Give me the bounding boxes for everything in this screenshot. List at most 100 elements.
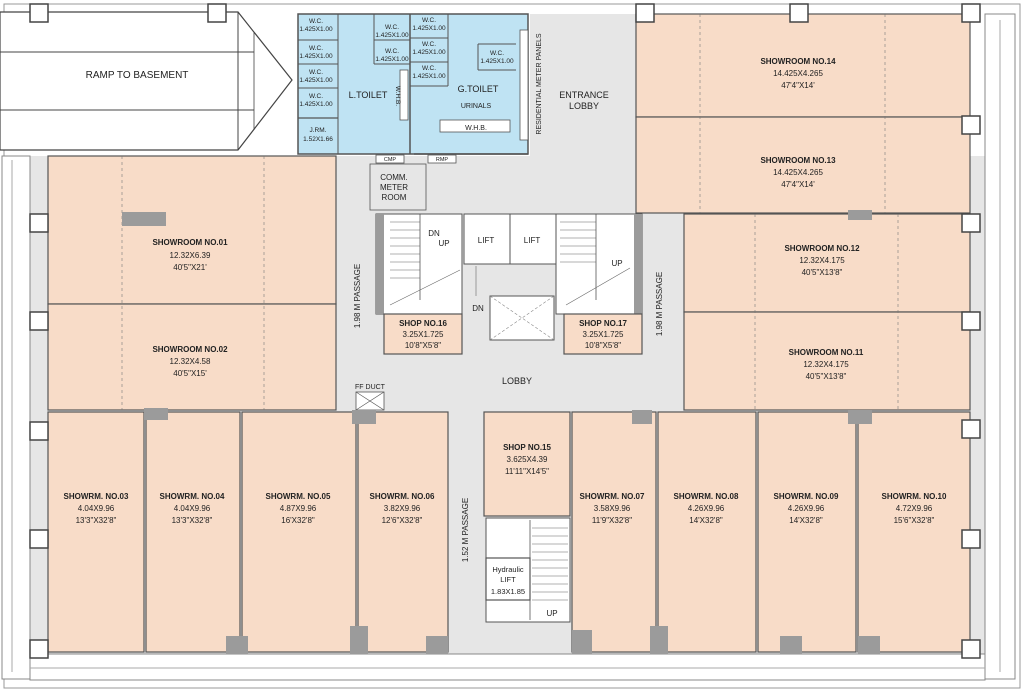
ramp-label: RAMP TO BASEMENT [86,70,189,81]
hydraulic-label-2: LIFT [500,575,516,584]
room-labels: SHOWROOM NO.14 14.425X4.265 47'4"X14' SH… [64,57,947,525]
stair-up-label-3: UP [546,609,557,618]
whb-vertical-label: W.H.B. [394,86,401,106]
showroom-04 [145,411,241,653]
ramp-to-basement: RAMP TO BASEMENT [0,11,293,151]
wc-label: W.C. [490,50,504,57]
showroom-07 [571,411,657,653]
left-balcony [1,155,31,680]
wc-label: W.C. [309,45,323,52]
wc-label: W.C. [422,65,436,72]
comm-meter-room [369,163,427,211]
showroom-11-name: SHOWROOM NO.11 [789,348,864,357]
shop-16-name: SHOP NO.16 [399,319,447,328]
showroom-04-size-ft: 13'3"X32'8" [172,516,213,525]
showroom-01-name: SHOWROOM NO.01 [152,238,228,247]
lift-lobby: LIFT LIFT DN [463,213,557,341]
showroom-03-size-m: 4.04X9.96 [78,504,115,513]
rmp-label: RMP [436,157,449,163]
showroom-05 [241,411,357,653]
entrance-label-2: LOBBY [569,101,599,111]
wc-size: 1.425X1.00 [480,58,514,65]
showroom-13-name: SHOWROOM NO.13 [760,156,836,165]
showroom-10-size-ft: 15'6"X32'8" [894,516,935,525]
showroom-08-name: SHOWRM. NO.08 [674,492,739,501]
passage-center-label: 1.52 M PASSAGE [461,498,470,562]
whb-label: W.H.B. [465,125,487,132]
wc-label: W.C. [422,41,436,48]
showroom-06-size-ft: 12'6"X32'8" [382,516,423,525]
wc-label: W.C. [385,24,399,31]
showroom-10-name: SHOWRM. NO.10 [882,492,947,501]
meter-panels-label: RESIDENTIAL METER PANELS [536,33,543,134]
showroom-02-size-m: 12.32X4.58 [170,357,211,366]
showroom-02 [47,303,337,411]
showroom-08 [657,411,757,653]
shop-15 [483,411,571,517]
g-toilet-label: G.TOILET [458,84,499,94]
shop-17 [563,313,643,355]
bottom-balcony [29,653,986,681]
wc-size: 1.425X1.00 [375,32,409,39]
showroom-12 [683,213,971,313]
lobby-label: LOBBY [502,376,532,386]
cmp-box [375,154,405,164]
showroom-11-size-ft: 40'5"X13'8" [806,372,847,381]
hydraulic-size: 1.83X1.85 [491,587,525,596]
lift-2-label: LIFT [524,236,541,245]
showroom-13-size-ft: 47'4"X14' [781,180,815,189]
showroom-02-name: SHOWROOM NO.02 [152,345,228,354]
showroom-04-size-m: 4.04X9.96 [174,504,211,513]
showroom-10 [857,411,971,653]
wc-size: 1.425X1.00 [375,56,409,63]
comm-meter-label-2: METER [380,183,408,192]
wc-label: W.C. [309,93,323,100]
showroom-07-name: SHOWRM. NO.07 [580,492,645,501]
showroom-09 [757,411,857,653]
stair-core-right: UP [555,213,643,315]
columns [29,3,981,659]
showroom-06-name: SHOWRM. NO.06 [370,492,435,501]
wc-size: 1.425X1.00 [299,53,333,60]
wc-size: 1.425X1.00 [412,49,446,56]
showroom-04-name: SHOWRM. NO.04 [160,492,225,501]
comm-meter-label: COMM. [380,173,408,182]
showroom-14-size-ft: 47'4"X14' [781,81,815,90]
showroom-06-size-m: 3.82X9.96 [384,504,421,513]
showroom-14-size-m: 14.425X4.265 [773,69,823,78]
showroom-07-size-m: 3.58X9.96 [594,504,631,513]
showroom-09-name: SHOWRM. NO.09 [774,492,839,501]
passage-left-label: 1.98 M PASSAGE [353,264,362,328]
showroom-11-size-m: 12.32X4.175 [803,360,849,369]
wc-label: W.C. [309,69,323,76]
wc-size: 1.425X1.00 [299,77,333,84]
stair-dn-label: DN [428,229,440,238]
toilet-block: W.C. 1.425X1.00 W.C. 1.425X1.00 W.C. 1.4… [297,13,529,155]
meter-panel-strip [519,29,529,141]
hydraulic-lift [485,557,531,601]
shop-15-size-ft: 11'11"X14'5" [505,467,549,476]
shop-16 [383,313,463,355]
wc-label: W.C. [422,17,436,24]
showroom-09-size-ft: 14'X32'8" [789,516,823,525]
lift-1-label: LIFT [478,236,495,245]
showroom-01 [47,155,337,305]
showroom-05-size-m: 4.87X9.96 [280,504,317,513]
showroom-12-size-m: 12.32X4.175 [799,256,845,265]
wc-label: W.C. [309,18,323,25]
wc-size: 1.425X1.00 [412,73,446,80]
passage-right-label: 1.98 M PASSAGE [655,272,664,336]
showroom-13 [635,116,971,214]
showroom-11 [683,311,971,411]
showroom-09-size-m: 4.26X9.96 [788,504,825,513]
stair-core-left: DN UP [375,213,463,315]
wc-size: 1.425X1.00 [299,26,333,33]
stair-dn-label-2: DN [472,304,484,313]
cmp-label: CMP [384,157,397,163]
showroom-03 [47,411,145,653]
showroom-07-size-ft: 11'9"X32'8" [592,516,632,525]
showroom-08-size-m: 4.26X9.96 [688,504,725,513]
rmp-box [427,154,457,164]
shop-16-size-m: 3.25X1.725 [403,330,444,339]
